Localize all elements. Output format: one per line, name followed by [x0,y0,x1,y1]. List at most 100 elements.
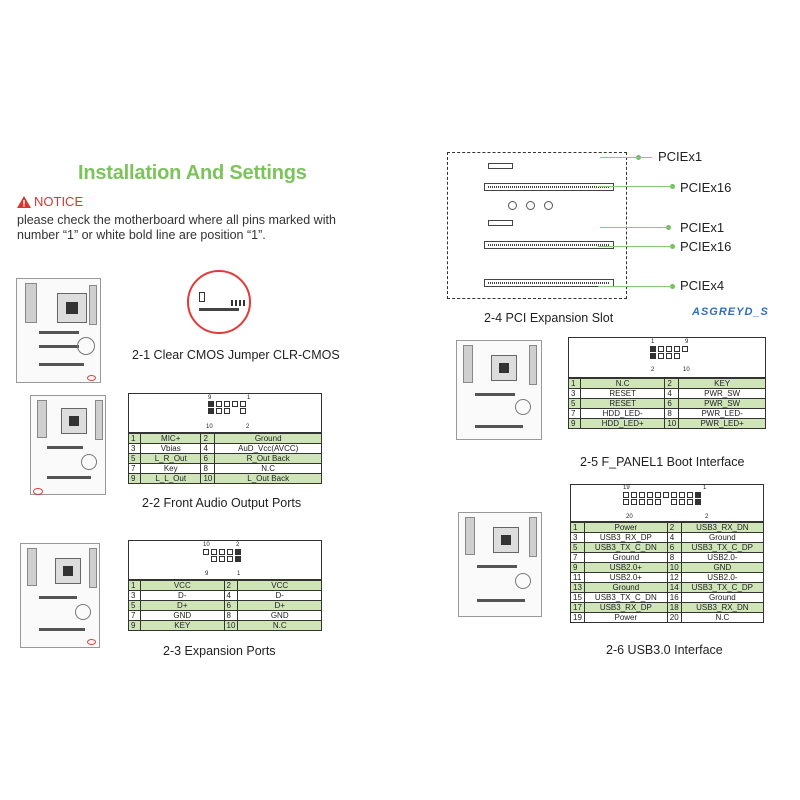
pin-label: 9 [685,339,689,345]
pin-signal-cell: Power [583,612,668,623]
pin-signal-cell: Ground [680,592,765,603]
pin-signal-cell: USB3_TX_C_DN [583,592,668,603]
pin-signal-cell: USB3_TX_C_DP [680,582,765,593]
pci-slot-label: PCIEx16 [680,239,732,254]
pin-number-cell: 15 [570,592,585,603]
pin-number-cell: 17 [570,602,585,613]
pin-signal-cell: HDD_LED- [579,408,666,419]
pin-signal-cell: L_R_Out [139,453,202,464]
pin-number-cell: 4 [666,532,682,543]
pin-signal-cell: HDD_LED+ [579,418,666,429]
pin-label: 1 [703,485,707,491]
pin-number-cell: 7 [570,552,585,563]
pin-label: 2 [236,542,240,548]
pin-label: 1 [247,395,251,401]
pin-number-cell: 2 [223,580,239,591]
pin-signal-cell: D+ [237,600,322,611]
pin-label: 19 [623,485,630,491]
motherboard-diagram-23 [20,543,100,648]
pin-number-cell: 5 [128,600,141,611]
pin-number-cell: 18 [666,602,682,613]
pin-number-cell: 1 [128,433,141,444]
motherboard-diagram-25 [456,340,542,440]
pin-number-cell: 14 [666,582,682,593]
pin-number-cell: 9 [128,620,141,631]
pin-number-cell: 5 [570,542,585,553]
warning-icon [17,195,31,208]
pin-header-frame-25 [568,337,766,378]
pin-signal-cell: GND [680,562,765,573]
usb3-pin-header [623,492,702,505]
pin-signal-cell: USB3_RX_DN [680,602,765,613]
pin-signal-cell: USB2.0+ [583,572,668,583]
pin-label: 2 [651,367,655,373]
pin-number-cell: 10 [666,562,682,573]
pin-number-cell: 5 [128,453,141,464]
pin-label: 1 [237,571,241,577]
pin-header-frame-26 [570,484,764,522]
pin-signal-cell: MIC+ [139,433,202,444]
pin-number-cell: 7 [128,610,141,621]
caption-expansion: 2-3 Expansion Ports [163,644,276,658]
pin-signal-cell: D+ [140,600,225,611]
pin-number-cell: 9 [570,562,585,573]
pin-signal-cell: RESET [579,398,666,409]
pin-number-cell: 9 [128,473,141,484]
pin-number-cell: 10 [223,620,239,631]
pin-number-cell: 6 [664,398,680,409]
notice-label: NOTICE [34,194,84,209]
pin-signal-cell: L_L_Out [139,473,202,484]
pin-number-cell: 3 [128,443,141,454]
pin-number-cell: 8 [200,463,216,474]
pin-label: 10 [683,367,690,373]
pin-signal-cell: L_Out Back [214,473,322,484]
pin-label: 20 [626,514,633,520]
pin-number-cell: 2 [200,433,216,444]
pin-signal-cell: PWR_LED- [678,408,766,419]
pin-signal-cell: Ground [583,552,668,563]
pin-signal-cell: D- [140,590,225,601]
pin-signal-cell: USB2.0- [680,572,765,583]
caption-clear-cmos: 2-1 Clear CMOS Jumper CLR-CMOS [132,348,340,362]
pin-label: 2 [246,424,250,430]
pin-number-cell: 10 [664,418,680,429]
pin-signal-cell: VCC [237,580,322,591]
brand-logo: ASGREYD_S [692,306,769,318]
pin-number-cell: 3 [570,532,585,543]
pin-number-cell: 11 [570,572,585,583]
caption-usb3: 2-6 USB3.0 Interface [606,643,723,657]
pin-signal-cell: Ground [214,433,322,444]
audio-pin-header [208,401,247,414]
pci-slot-label: PCIEx16 [680,180,732,195]
motherboard-diagram-22 [30,395,106,495]
pin-label: 9 [208,395,212,401]
expansion-pin-header [203,549,242,562]
pin-number-cell: 4 [200,443,216,454]
pci-slot-label: PCIEx1 [680,220,725,235]
pin-signal-cell: USB2.0- [680,552,765,563]
pin-signal-cell: USB3_TX_C_DP [680,542,765,553]
pin-number-cell: 1 [568,378,581,389]
pin-signal-cell: USB3_TX_C_DN [583,542,668,553]
cmos-jumper-zoom [187,270,251,334]
pin-label: 10 [206,424,213,430]
pin-signal-cell: Ground [583,582,668,593]
pin-number-cell: 6 [200,453,216,464]
